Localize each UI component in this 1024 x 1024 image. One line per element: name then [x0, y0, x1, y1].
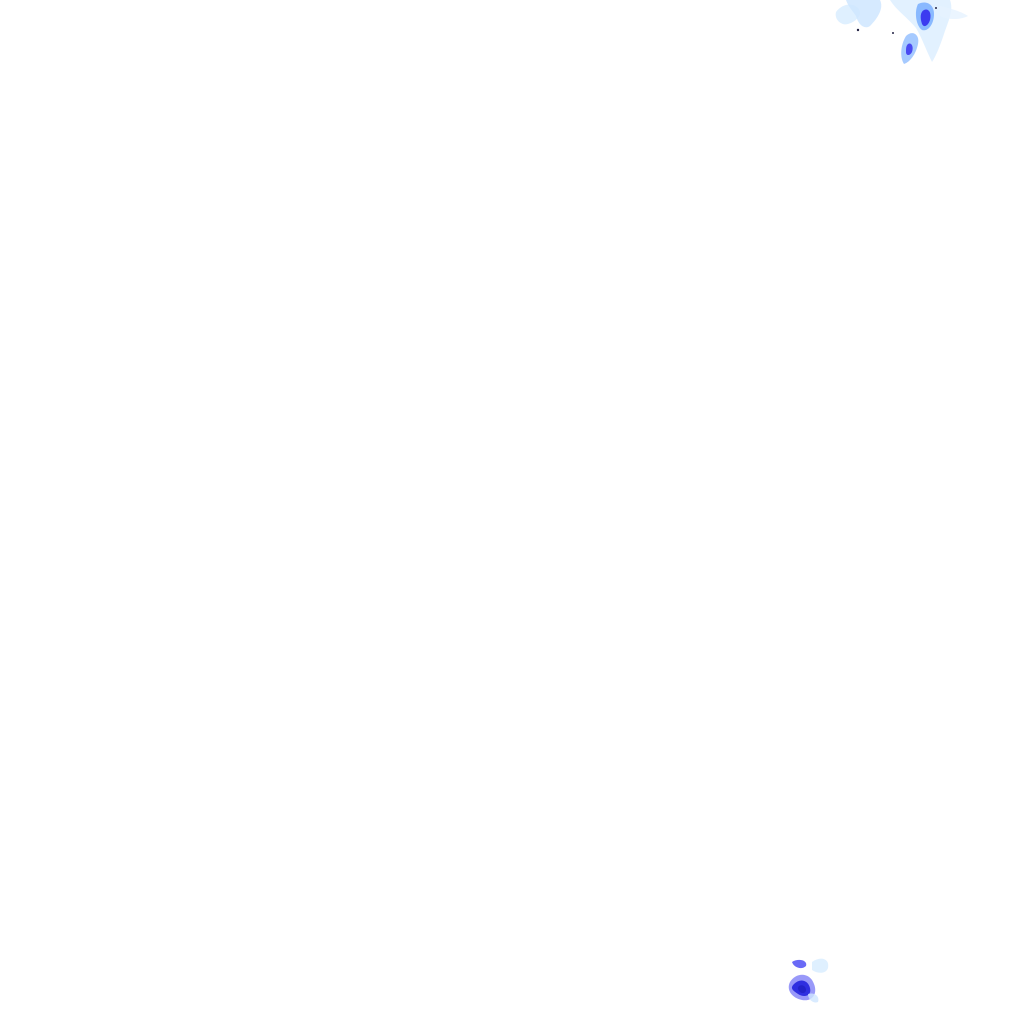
echo-light-s-1: [812, 958, 829, 973]
echo-heavy-ne-1: [920, 9, 931, 27]
echo-very-heavy-s-1: [797, 985, 806, 994]
echo-light-ne-3: [890, 0, 952, 62]
echo-cell-south: [788, 958, 829, 1003]
echo-light-ne-4: [940, 6, 968, 19]
echo-speck-ne-3: [935, 7, 937, 9]
echo-light-s-2: [808, 993, 819, 1003]
echo-speck-ne-2: [892, 32, 894, 34]
echo-cell-northeast: [835, 0, 968, 64]
echo-speck-ne-1: [856, 28, 860, 32]
echo-moderate-s-1: [792, 959, 807, 969]
echo-heavy-ne-2: [906, 43, 913, 55]
echo-light-ne-2: [846, 0, 882, 28]
